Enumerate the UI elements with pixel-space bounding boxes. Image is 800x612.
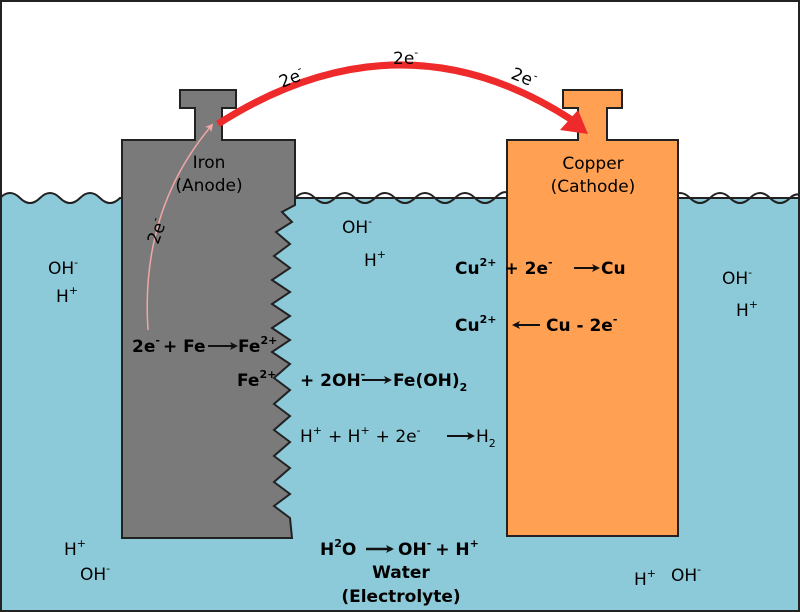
ion-bottom-left-h: H+ [64,537,86,560]
reaction-ferric-product: Fe(OH)2 [393,371,467,394]
ion-center-oh: OH- [342,215,372,238]
iron-name: Iron [193,153,226,173]
reaction-copper-oxidation-product: Cu2+ [455,313,496,336]
reaction-copper-oxidation: Cu - 2e- [546,313,617,336]
electron-label-mid: 2e- [393,46,418,69]
reaction-iron-product: Fe2+ [238,334,277,357]
reaction-iron-oxidation: 2e-+ Fe [132,334,206,357]
ion-right-oh: OH- [722,266,752,289]
reaction-copper-reduction: Cu2++ 2e- [455,256,553,279]
reaction-water: H2O [320,537,356,560]
internal-electron-arrow [146,123,214,331]
reaction-copper-product: Cu [601,259,626,279]
reaction-hydrogen-product: H2 [476,427,496,450]
reaction-water-products: OH-+ H+ [398,537,479,560]
iron-role: (Anode) [175,176,242,196]
ion-bottom-right-oh: OH- [671,563,701,586]
copper-role: (Cathode) [551,177,636,197]
copper-name: Copper [562,154,623,174]
electron-flow-arrowhead [560,110,588,134]
ion-bottom-left-oh: OH- [80,562,110,585]
ion-left-oh: OH- [48,256,78,279]
water-label: Water [372,563,430,583]
ion-center-h: H+ [364,248,386,271]
electrolyte-label: (Electrolyte) [341,587,460,607]
reaction-ferric-reactant: Fe2+ [237,368,276,391]
ion-right-h: H+ [736,298,758,321]
ion-left-h: H+ [56,284,78,307]
copper-cathode [506,89,679,537]
reaction-hydrogen: H++ H++ 2e- [300,424,421,447]
electron-flow-arrow [216,61,574,127]
water-surface-right [294,191,800,204]
reaction-ferric-mid: + 2OH- [300,368,365,391]
ion-bottom-right-h: H+ [634,567,656,590]
